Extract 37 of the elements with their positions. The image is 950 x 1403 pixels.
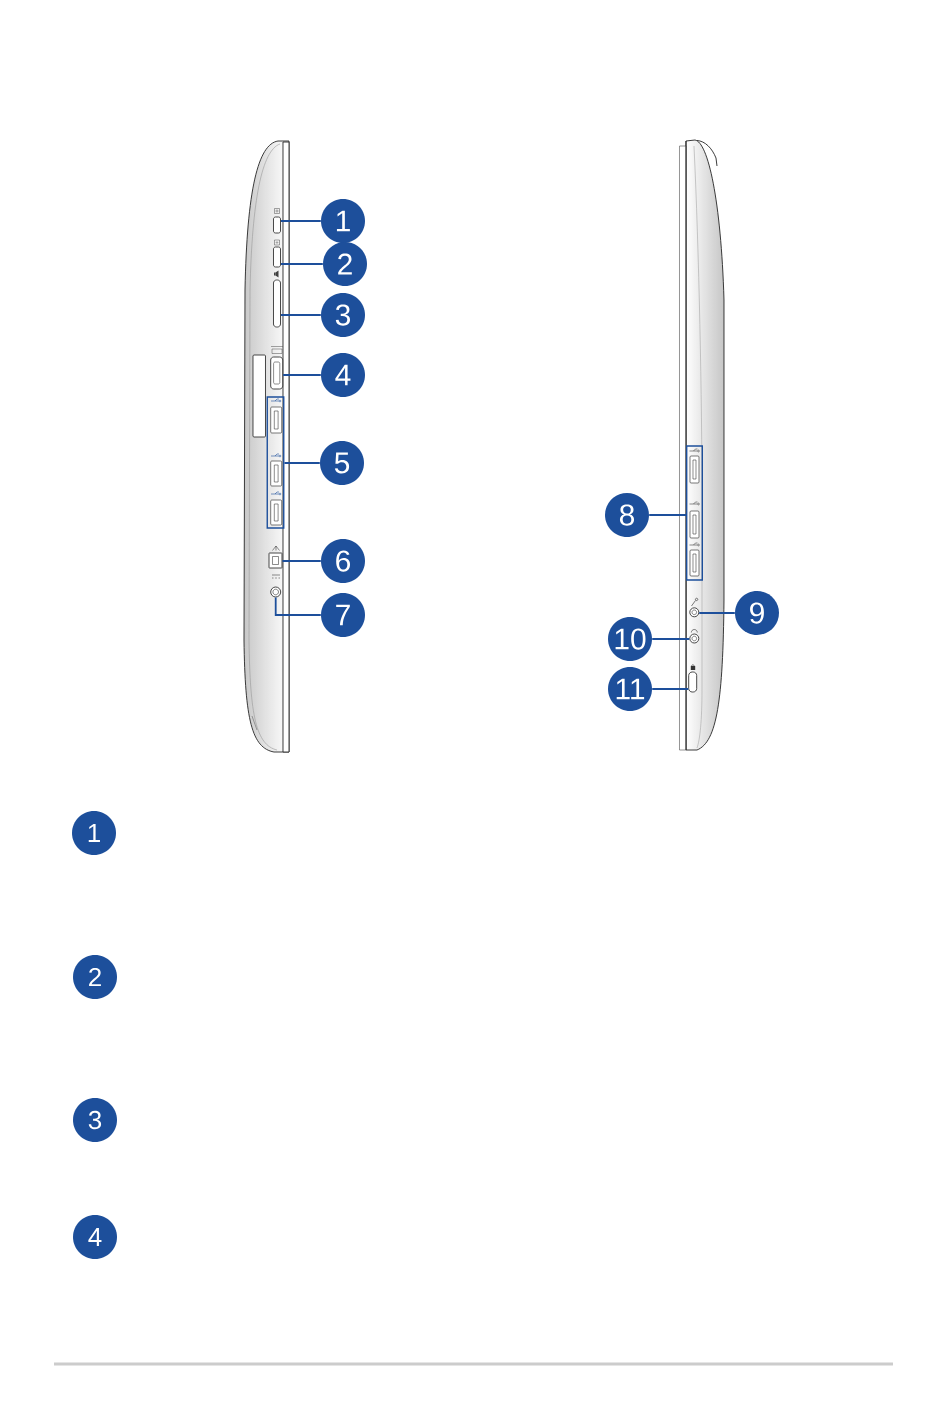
audio-jack (689, 633, 700, 644)
callout-number: 11 (608, 667, 652, 711)
leader-line (651, 688, 690, 690)
callout-number: 4 (321, 353, 365, 397)
callout-number: 9 (735, 591, 779, 635)
round-jack (270, 586, 282, 598)
port-bracket (686, 445, 703, 581)
leader-line (648, 514, 687, 516)
lock-slot (688, 671, 698, 693)
leader-line (651, 638, 691, 640)
leader-line (280, 314, 322, 316)
side-button (273, 216, 281, 234)
callout-number: 8 (605, 493, 649, 537)
port-bracket (266, 396, 285, 529)
callout-number: 7 (321, 593, 365, 637)
callout-number: 5 (320, 441, 364, 485)
callout-number: 10 (608, 617, 652, 661)
callout-number: 3 (321, 293, 365, 337)
callout-number: 3 (73, 1098, 117, 1142)
callout-number: 1 (72, 811, 116, 855)
leader-line (274, 596, 322, 616)
callout-number: 1 (321, 199, 365, 243)
audio-jack (689, 607, 700, 618)
leader-line (281, 560, 322, 562)
lan-port (268, 552, 283, 569)
callout-number: 2 (73, 955, 117, 999)
callout-number: 6 (321, 539, 365, 583)
callout-number: 2 (323, 242, 367, 286)
leader-line (280, 220, 322, 222)
leader-line (282, 374, 322, 376)
leader-line (280, 263, 324, 265)
callout-number: 4 (73, 1215, 117, 1259)
volume-rocker (273, 279, 281, 328)
hdmi-port (270, 356, 284, 390)
leader-line (698, 612, 736, 614)
side-button (273, 246, 281, 268)
leader-line (283, 462, 321, 464)
